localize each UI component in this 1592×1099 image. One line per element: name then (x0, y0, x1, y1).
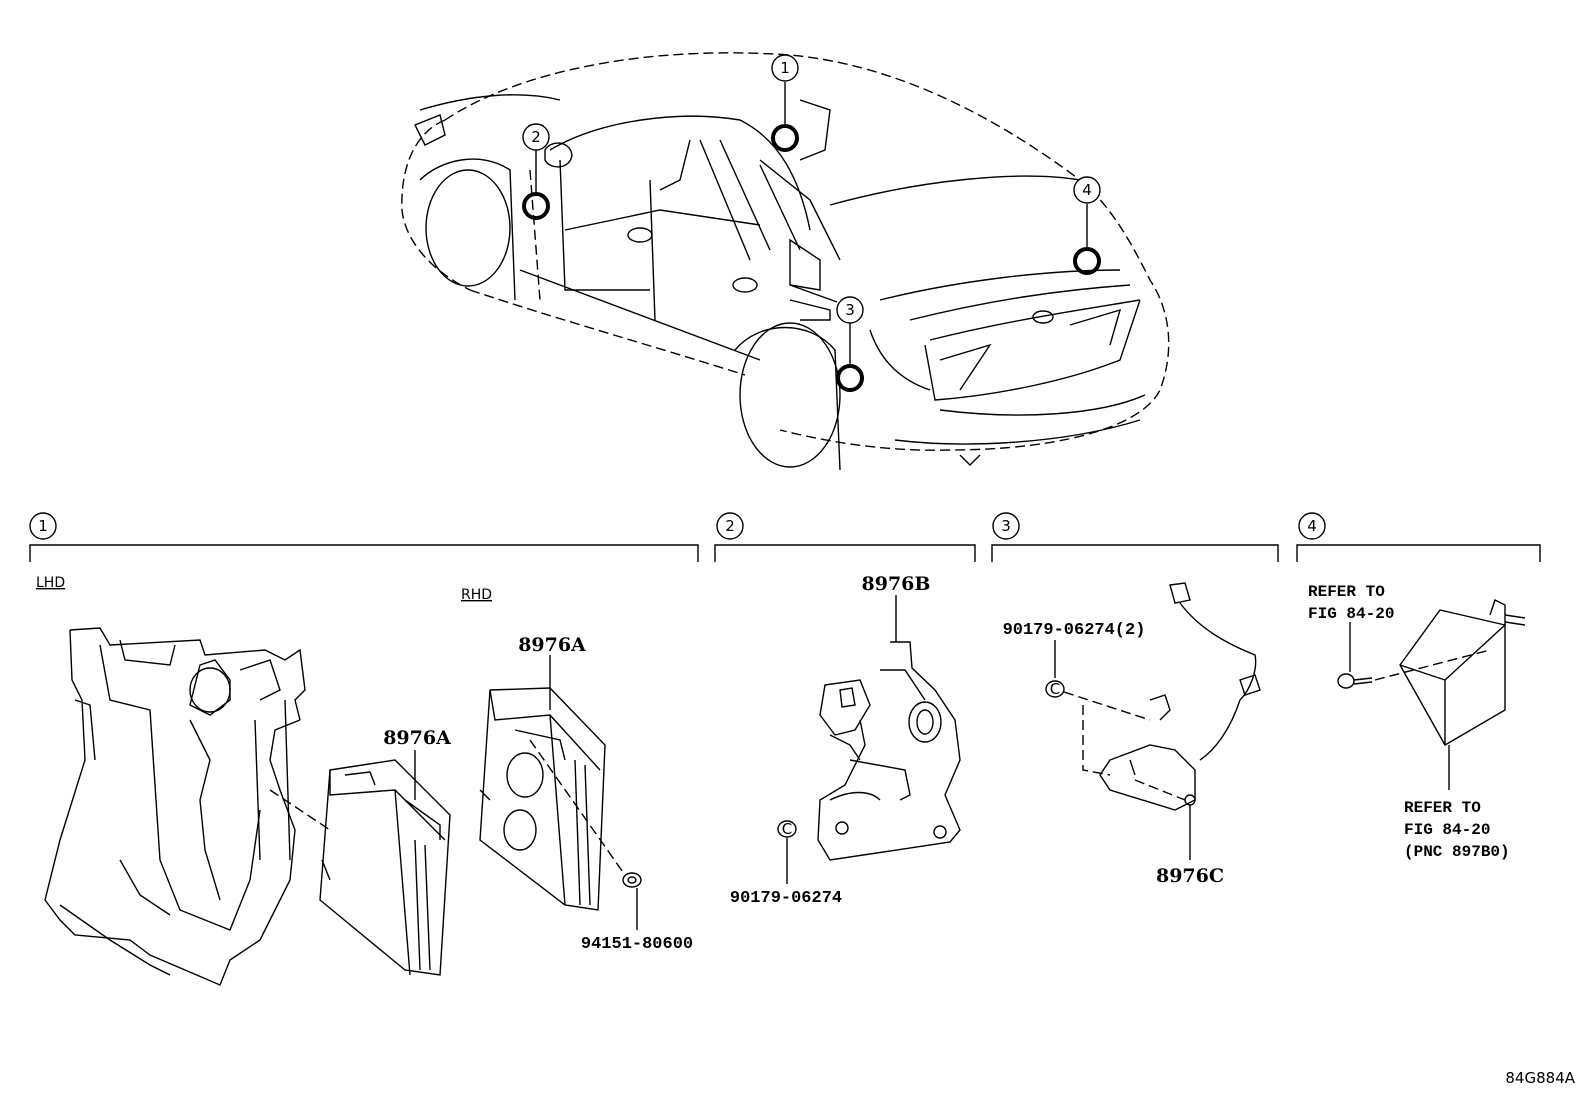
callout-4: 4 (1073, 176, 1101, 275)
lhd-dash-bracket (44, 627, 331, 986)
part-number-sensor-2: 8976B (862, 573, 931, 595)
svg-text:4: 4 (1307, 517, 1317, 535)
part-number-nut-2: 90179-06274 (730, 889, 842, 908)
nut-2-icon: C (777, 820, 797, 838)
rhd-ecu-module (479, 687, 606, 911)
part-number-nut-3: 90179-06274(2) (1003, 621, 1146, 640)
box-ref-line-3: (PNC 897B0) (1404, 843, 1510, 861)
callout-1: 1 (771, 54, 799, 152)
nut-3-install-line-a (1063, 691, 1151, 721)
lhd-label: LHD (36, 575, 65, 591)
rhd-label: RHD (461, 587, 492, 603)
section-1-header: 1 (29, 512, 699, 562)
part-number-lhd-ecu: 8976A (383, 727, 451, 749)
svg-text:3: 3 (1001, 517, 1011, 535)
bolt-ref-line-1: REFER TO (1308, 583, 1385, 601)
part-number-rhd-ecu: 8976A (518, 634, 586, 656)
clip-install-line (529, 739, 626, 876)
bolt-4-install-line (1374, 649, 1491, 681)
sensor-3-assembly (1099, 582, 1261, 811)
lhd-ecu-module (319, 759, 451, 976)
section-2-header: 2 (714, 512, 976, 562)
svg-text:2: 2 (531, 128, 541, 146)
bolt-4-icon (1337, 673, 1373, 689)
svg-text:C: C (782, 820, 792, 838)
box-ref-line-2: FIG 84-20 (1404, 821, 1490, 839)
svg-text:1: 1 (38, 517, 48, 535)
svg-text:3: 3 (845, 301, 855, 319)
nut-3-icon: C (1045, 680, 1065, 698)
bolt-ref-line-2: FIG 84-20 (1308, 605, 1394, 623)
section-3-header: 3 (991, 512, 1279, 562)
module-4-box (1399, 599, 1526, 746)
figure-code: 84G884A (1505, 1069, 1575, 1087)
callout-3: 3 (789, 284, 864, 392)
clip-icon (622, 872, 642, 888)
svg-text:1: 1 (780, 59, 790, 77)
part-number-sensor-3: 8976C (1156, 865, 1224, 887)
svg-text:2: 2 (725, 517, 735, 535)
svg-text:4: 4 (1082, 181, 1092, 199)
box-ref-line-1: REFER TO (1404, 799, 1481, 817)
section-4-header: 4 (1296, 512, 1541, 562)
nut-3-install-line-c (1134, 779, 1186, 801)
vehicle-illustration (401, 52, 1170, 471)
nut-3-install-line-b (1082, 705, 1111, 776)
svg-text:C: C (1050, 680, 1060, 698)
sensor-2-assembly (817, 641, 961, 861)
part-number-clip: 94151-80600 (581, 935, 693, 954)
callout-2: 2 (522, 123, 550, 220)
